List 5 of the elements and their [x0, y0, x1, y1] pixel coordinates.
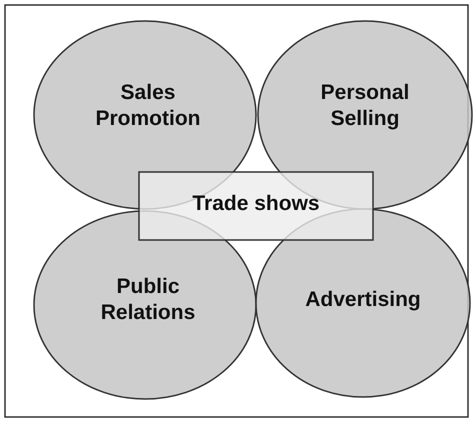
node-label: Personal Selling [320, 80, 410, 132]
node-label: Advertising [304, 287, 422, 313]
node-label: Trade shows [191, 191, 321, 217]
node-label: Public Relations [100, 274, 196, 326]
node-label: Sales Promotion [94, 80, 202, 132]
